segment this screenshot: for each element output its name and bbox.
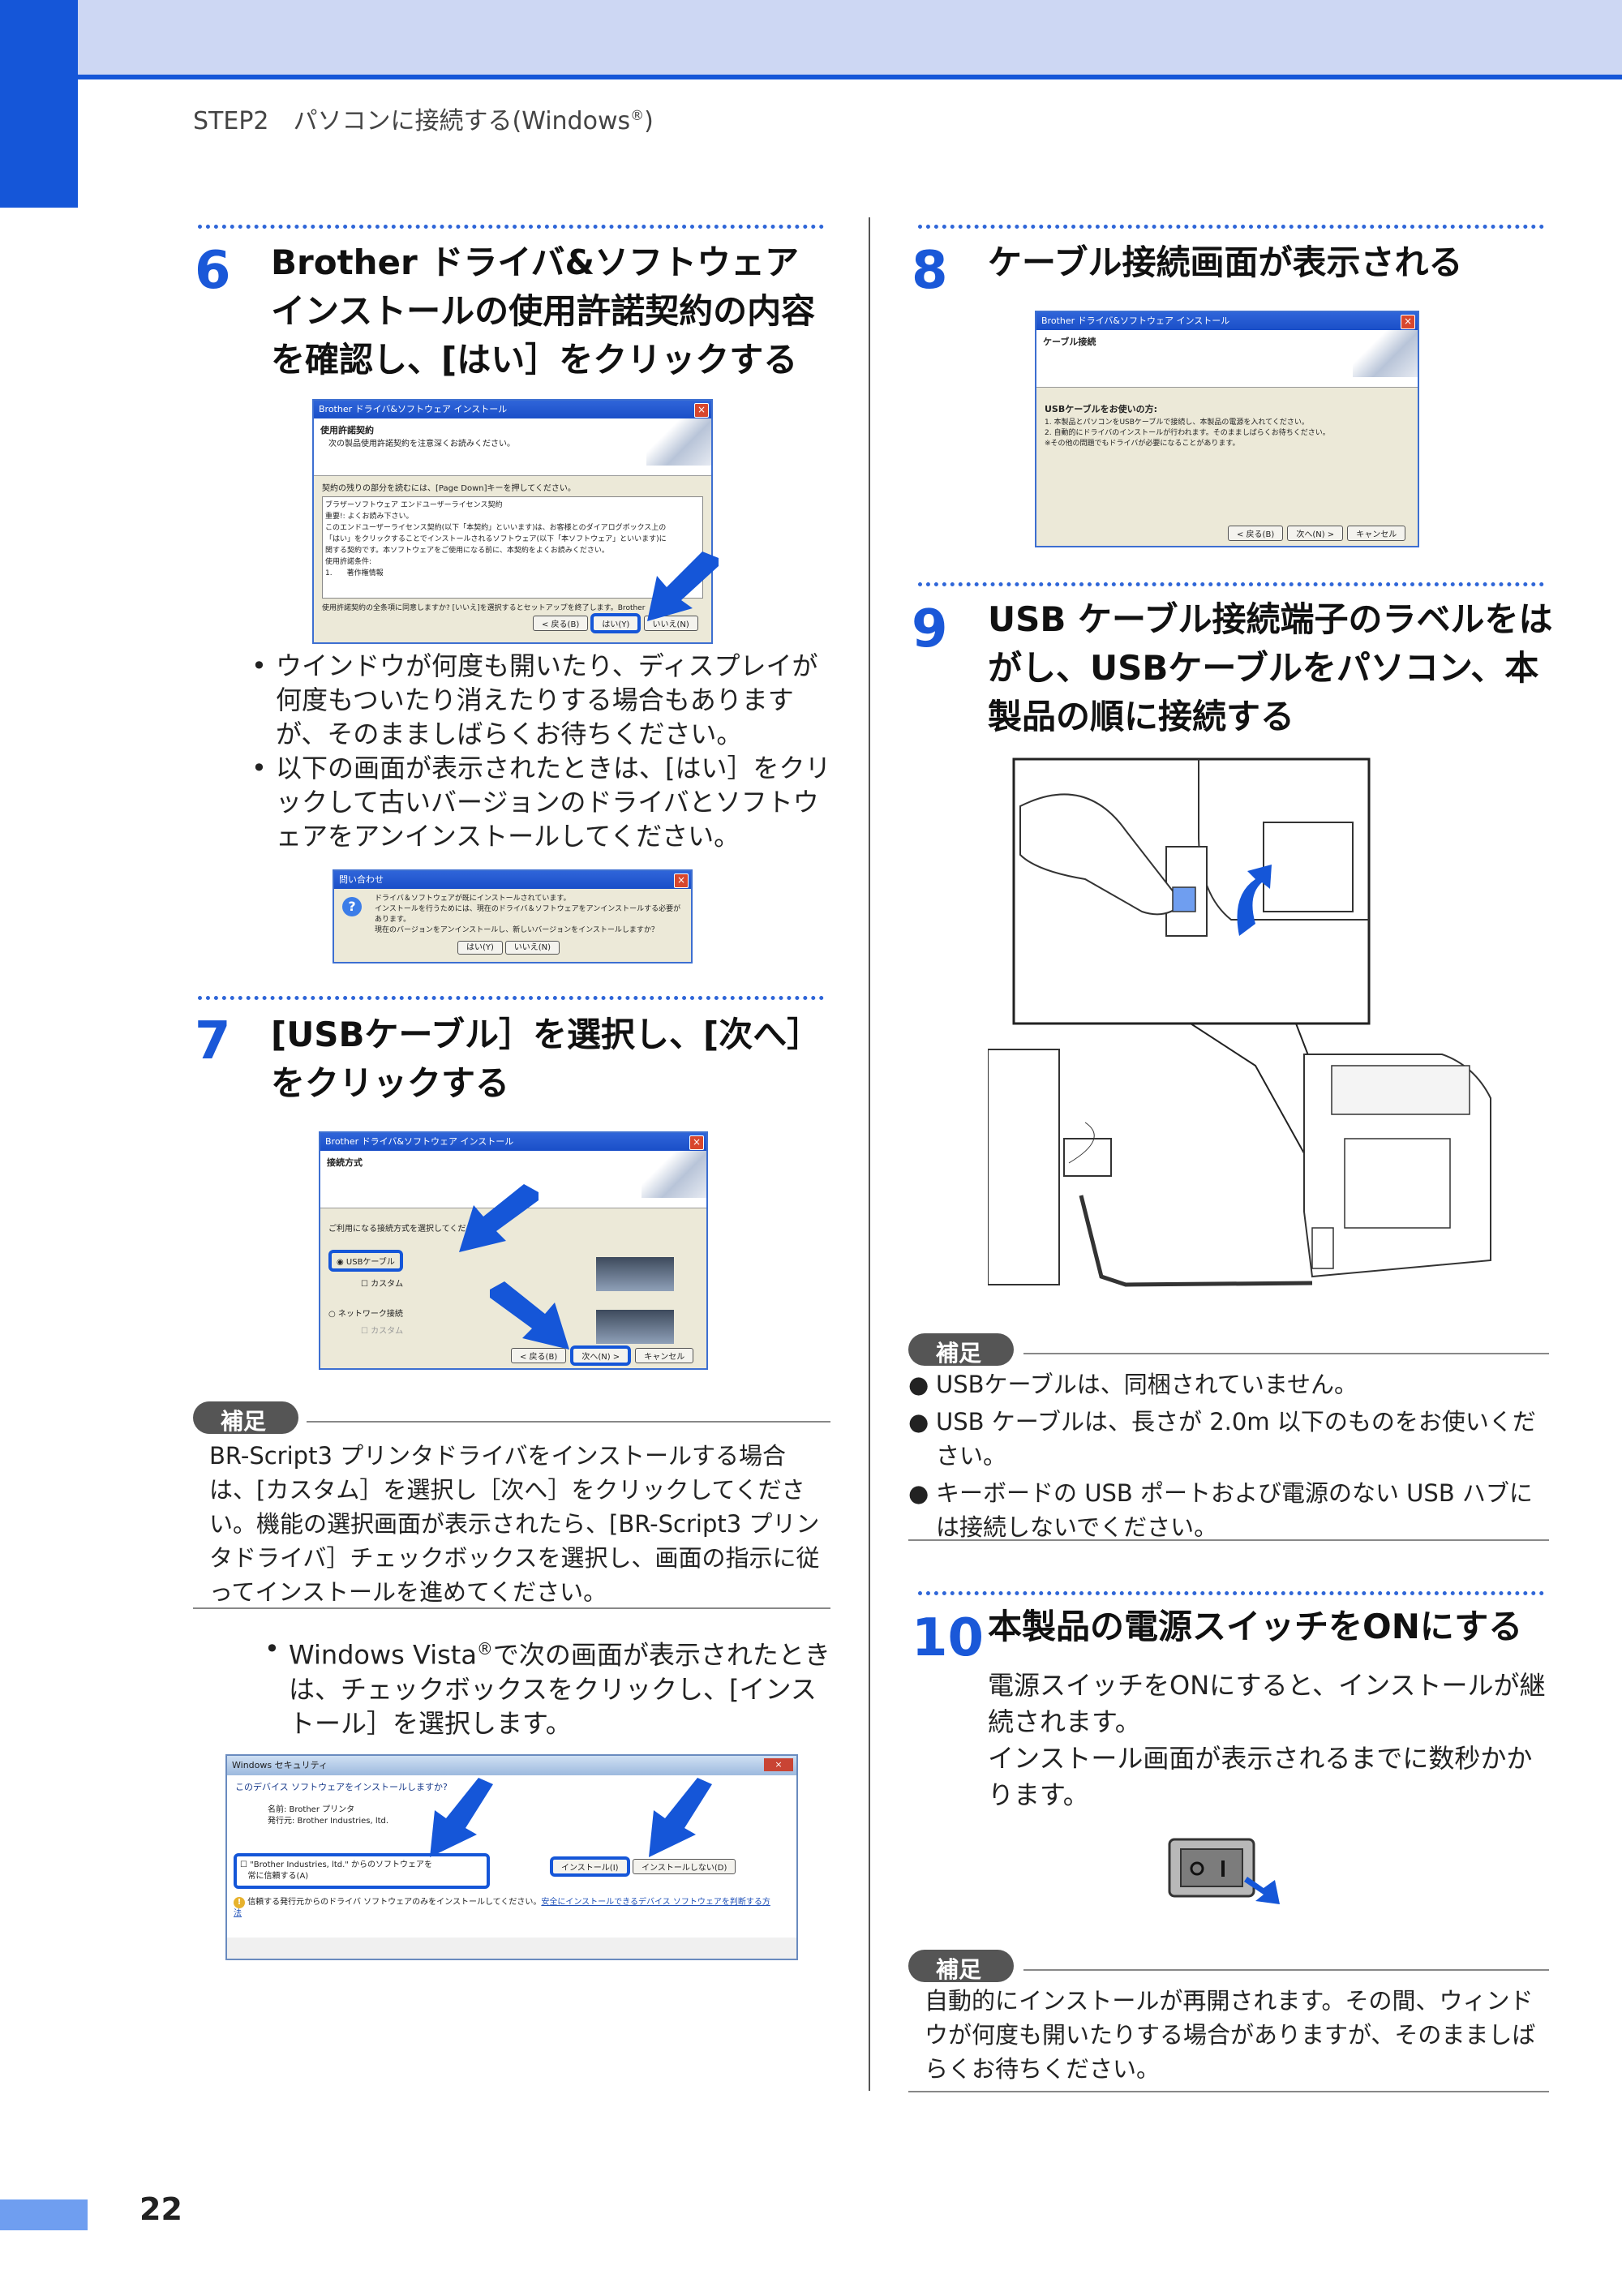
close-icon[interactable]: × (764, 1758, 793, 1771)
page-header: STEP2 パソコンに接続する(Windows®) (193, 107, 654, 135)
pointer-arrow-icon (649, 1778, 712, 1857)
hosoku-label: 補足 (908, 1333, 1014, 1367)
question-icon: ? (342, 897, 362, 916)
step-divider (198, 225, 824, 229)
note-text: BR-Script3 プリンタドライバをインストールする場合は、[カスタム］を選… (209, 1442, 820, 1606)
step-title: Brother ドライバ&ソフトウェア インストールの使用許諾契約の内容を確認し… (271, 242, 816, 380)
step-title: USB ケーブル接続端子のラベルをはがし、USBケーブルをパソコン、本製品の順に… (988, 599, 1553, 736)
step6-bullets: ウインドウが何度も開いたり、ディスプレイが何度もついたり消えたりする場合もありま… (251, 649, 835, 853)
next-button[interactable]: 次へ(N) > (1287, 526, 1344, 541)
back-button[interactable]: < 戻る(B) (1228, 526, 1284, 541)
usb-cable-image (596, 1257, 674, 1291)
step-divider (198, 996, 824, 1000)
note-top-line (1023, 1353, 1549, 1354)
uninstall-dialog-screenshot: 問い合わせ× ? ドライバ＆ソフトウェアが既にインストールされています。インスト… (333, 869, 693, 963)
pointer-arrow-icon (430, 1778, 493, 1857)
close-icon[interactable]: × (689, 1135, 704, 1150)
usb-connection-illustration (988, 757, 1491, 1287)
pointer-arrow-icon (459, 1184, 539, 1252)
license-screenshot: Brother ドライバ&ソフトウェア インストール× 使用許諾契約次の製品使用… (312, 399, 713, 644)
list-item: USB ケーブルは、長さが 2.0m 以下のものをお使いください。 (908, 1405, 1549, 1473)
close-icon[interactable]: × (674, 873, 689, 888)
usb-option[interactable]: ◉ USBケーブル (328, 1250, 403, 1272)
corner-block (0, 0, 78, 208)
list-item: 以下の画面が表示されたときは、[はい］をクリックして古いバージョンのドライバとソ… (251, 751, 835, 853)
close-icon[interactable]: × (694, 403, 709, 418)
top-bar (0, 0, 1622, 79)
note-top-line (1023, 1969, 1549, 1971)
back-button[interactable]: < 戻る(B) (533, 616, 589, 631)
page-tab (0, 2199, 88, 2230)
step-divider (918, 225, 1544, 229)
note-bottom-line (908, 1539, 1549, 1541)
step-title: [USBケーブル］を選択し、[次へ］をクリックする (271, 1015, 822, 1103)
vista-bullet: Windows Vista®で次の画面が表示されたときは、チェックボックスをクリ… (264, 1632, 832, 1740)
pointer-arrow-icon (490, 1281, 569, 1350)
back-button[interactable]: < 戻る(B) (511, 1348, 567, 1363)
list-item: ウインドウが何度も開いたり、ディスプレイが何度もついたり消えたりする場合もありま… (251, 649, 835, 751)
step-number: 6 (195, 241, 231, 301)
step-number: 8 (912, 241, 948, 301)
cancel-button[interactable]: キャンセル (1347, 526, 1406, 541)
warning-icon: ! (234, 1897, 245, 1908)
hosoku-label: 補足 (908, 1950, 1014, 1983)
network-cable-image (596, 1310, 674, 1344)
cable-connection-screenshot: Brother ドライバ&ソフトウェア インストール× ケーブル接続 USBケー… (1035, 311, 1419, 547)
step10-body1: 電源スイッチをONにすると、インストールが継続されます。 (988, 1670, 1546, 1737)
no-button[interactable]: いいえ(N) (643, 616, 698, 631)
note-bottom-line (193, 1607, 830, 1609)
power-switch-icon (1168, 1838, 1280, 1904)
page-number: 22 (139, 2191, 182, 2227)
license-text-box[interactable]: ブラザーソフトウェア エンドユーザーライセンス契約重要!: よくお読み下さい。こ… (322, 496, 703, 599)
hosoku-label: 補足 (193, 1401, 298, 1435)
column-divider (869, 217, 870, 2091)
connection-type-screenshot: Brother ドライバ&ソフトウェア インストール× 接続方式 ご利用になる接… (319, 1131, 708, 1370)
cancel-button[interactable]: キャンセル (635, 1348, 694, 1363)
step10-body2: インストール画面が表示されるまでに数秒かかります。 (988, 1743, 1533, 1810)
step-divider (918, 582, 1544, 586)
help-link[interactable]: 安全にインストールできるデバイス ソフトウェアを判断する方法 (234, 1898, 770, 1918)
network-option[interactable]: ○ ネットワーク接続 (328, 1310, 403, 1319)
vista-security-screenshot: Windows セキュリティ× このデバイス ソフトウェアをインストールしますか… (225, 1754, 798, 1960)
yes-button[interactable]: はい(Y) (590, 613, 642, 633)
pointer-arrow-icon (647, 551, 719, 621)
yes-button[interactable]: はい(Y) (457, 941, 503, 955)
next-button[interactable]: 次へ(N) > (570, 1345, 632, 1366)
dont-install-button[interactable]: インストールしない(D) (633, 1859, 736, 1874)
list-item: キーボードの USB ポートおよび電源のない USB ハブには接続しないでくださ… (908, 1476, 1549, 1544)
note-text: 自動的にインストールが再開されます。その間、ウィンドウが何度も開いたりする場合が… (925, 1987, 1536, 2083)
list-item: USBケーブルは、同梱されていません。 (908, 1367, 1549, 1401)
install-button[interactable]: インストール(I) (550, 1856, 630, 1877)
step-number: 9 (912, 599, 948, 659)
step-number: 10 (912, 1608, 985, 1668)
close-icon[interactable]: × (1401, 315, 1415, 329)
step-number: 7 (195, 1011, 231, 1071)
always-trust-checkbox[interactable]: ☐ "Brother Industries, ltd." からのソフトウェアを … (234, 1853, 490, 1889)
note-top-line (307, 1421, 830, 1423)
no-button[interactable]: いいえ(N) (504, 941, 560, 955)
note-bottom-line (908, 2091, 1549, 2092)
step9-notes: USBケーブルは、同梱されていません。 USB ケーブルは、長さが 2.0m 以… (908, 1367, 1549, 1544)
step-divider (918, 1591, 1544, 1595)
step-title: ケーブル接続画面が表示される (988, 242, 1463, 282)
step-title: 本製品の電源スイッチをONにする (988, 1607, 1523, 1646)
